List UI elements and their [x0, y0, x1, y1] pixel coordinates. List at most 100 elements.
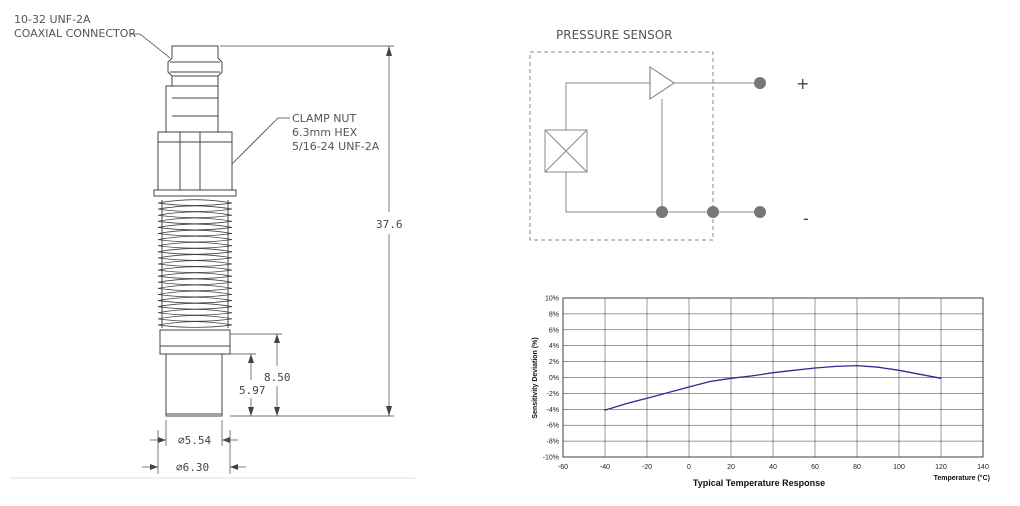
thread-ridge — [157, 254, 233, 259]
thread-ridge — [157, 251, 233, 255]
y-tick-label: 10% — [545, 296, 559, 303]
thread-ridge — [157, 235, 233, 241]
thread-body — [157, 199, 233, 328]
thread-ridge — [157, 205, 233, 210]
thread-ridge — [157, 208, 233, 212]
clamp-nut — [157, 131, 233, 191]
x-tick-label: -60 — [558, 464, 568, 471]
data-point — [667, 392, 669, 394]
thread-ridge — [157, 296, 233, 301]
clamp-label-line1: CLAMP NUT — [292, 112, 356, 125]
schematic — [529, 51, 760, 241]
minus-sign: - — [803, 209, 809, 228]
plus-sign: + — [796, 74, 809, 93]
x-tick-label: 40 — [769, 464, 777, 471]
node-ground-1 — [656, 206, 668, 218]
dim-tip-length: 5.97 — [239, 384, 266, 397]
x-tick-label: 60 — [811, 464, 819, 471]
schematic-title: PRESSURE SENSOR — [556, 28, 672, 42]
thread-ridge — [157, 300, 233, 304]
thread-ridge — [157, 284, 233, 289]
thread-ridge — [157, 315, 233, 320]
wire-ground-left — [565, 172, 760, 213]
clamp-label-line2: 6.3mm HEX — [292, 126, 358, 139]
thread-ridge — [157, 269, 233, 273]
thread-ridge — [157, 306, 233, 310]
thread-ridge — [157, 223, 233, 228]
dim-total-length: 37.6 — [376, 218, 403, 231]
y-tick-labels: 10%8%6%4%2%0%-2%-4%-6%-8%-10% — [543, 296, 559, 462]
terminal-positive — [754, 77, 766, 89]
thread-ridge — [157, 309, 233, 314]
y-tick-label: -8% — [547, 439, 559, 446]
collar — [159, 329, 231, 355]
thread-ridge — [157, 202, 233, 206]
thread-ridge — [157, 294, 233, 298]
data-point — [793, 369, 795, 371]
thread-ridge — [157, 242, 233, 247]
x-tick-label: 20 — [727, 464, 735, 471]
x-axis-title: Temperature (°C) — [934, 474, 990, 482]
x-tick-label: -40 — [600, 464, 610, 471]
connector-leader — [130, 33, 171, 59]
sensor-drawing — [130, 33, 394, 474]
data-point — [646, 397, 648, 399]
x-tick-label: 120 — [935, 464, 947, 471]
x-tick-label: 80 — [853, 464, 861, 471]
y-axis-title: Sensitivity Deviation (%) — [532, 337, 539, 418]
chart-caption: Typical Temperature Response — [693, 478, 825, 488]
data-point — [898, 369, 900, 371]
thread-ridge — [157, 257, 233, 261]
thread-ridge — [157, 312, 233, 316]
thread-ridge — [157, 321, 233, 326]
probe-tip — [165, 353, 223, 417]
data-point — [604, 409, 606, 411]
series-points — [604, 364, 942, 411]
thread-ridge — [157, 211, 233, 216]
data-point — [919, 373, 921, 375]
connector-neck — [171, 75, 219, 87]
thread-ridge — [157, 227, 233, 231]
thread-ridge — [157, 324, 233, 328]
x-tick-label: 140 — [977, 464, 989, 471]
clamp-label-line3: 5/16-24 UNF-2A — [292, 140, 380, 153]
data-point — [835, 365, 837, 367]
x-tick-label: 100 — [893, 464, 905, 471]
y-tick-label: 6% — [549, 327, 559, 334]
thread-ridge — [157, 287, 233, 292]
data-point — [814, 367, 816, 369]
thread-ridge — [157, 302, 233, 308]
y-tick-label: -2% — [547, 391, 559, 398]
thread-ridge — [157, 214, 233, 219]
thread-ridge — [157, 233, 233, 237]
thread-ridge — [157, 217, 233, 222]
data-point — [688, 386, 690, 388]
y-tick-label: -6% — [547, 423, 559, 430]
x-tick-label: 0 — [687, 464, 691, 471]
connector-label-line2: COAXIAL CONNECTOR — [14, 27, 136, 40]
amplifier-symbol — [649, 66, 675, 100]
thread-ridge — [157, 272, 233, 277]
node-ground-2 — [707, 206, 719, 218]
thread-ridge — [157, 266, 233, 271]
thread-ridge — [157, 229, 233, 234]
data-point — [940, 377, 942, 379]
clamp-leader — [231, 117, 290, 165]
y-tick-label: 8% — [549, 311, 559, 318]
data-point — [772, 372, 774, 374]
thread-ridge — [157, 245, 233, 249]
thread-ridge — [157, 318, 233, 322]
thread-ridge — [157, 248, 233, 253]
sensor-enclosure — [529, 51, 714, 241]
data-point — [625, 403, 627, 405]
y-tick-label: 0% — [549, 375, 559, 382]
data-point — [877, 366, 879, 368]
thread-ridge — [157, 199, 233, 204]
data-point — [730, 377, 732, 379]
data-point — [856, 364, 858, 367]
dim-inner-diameter: ⌀5.54 — [178, 434, 211, 447]
dim-outer-diameter: ⌀6.30 — [176, 461, 209, 474]
